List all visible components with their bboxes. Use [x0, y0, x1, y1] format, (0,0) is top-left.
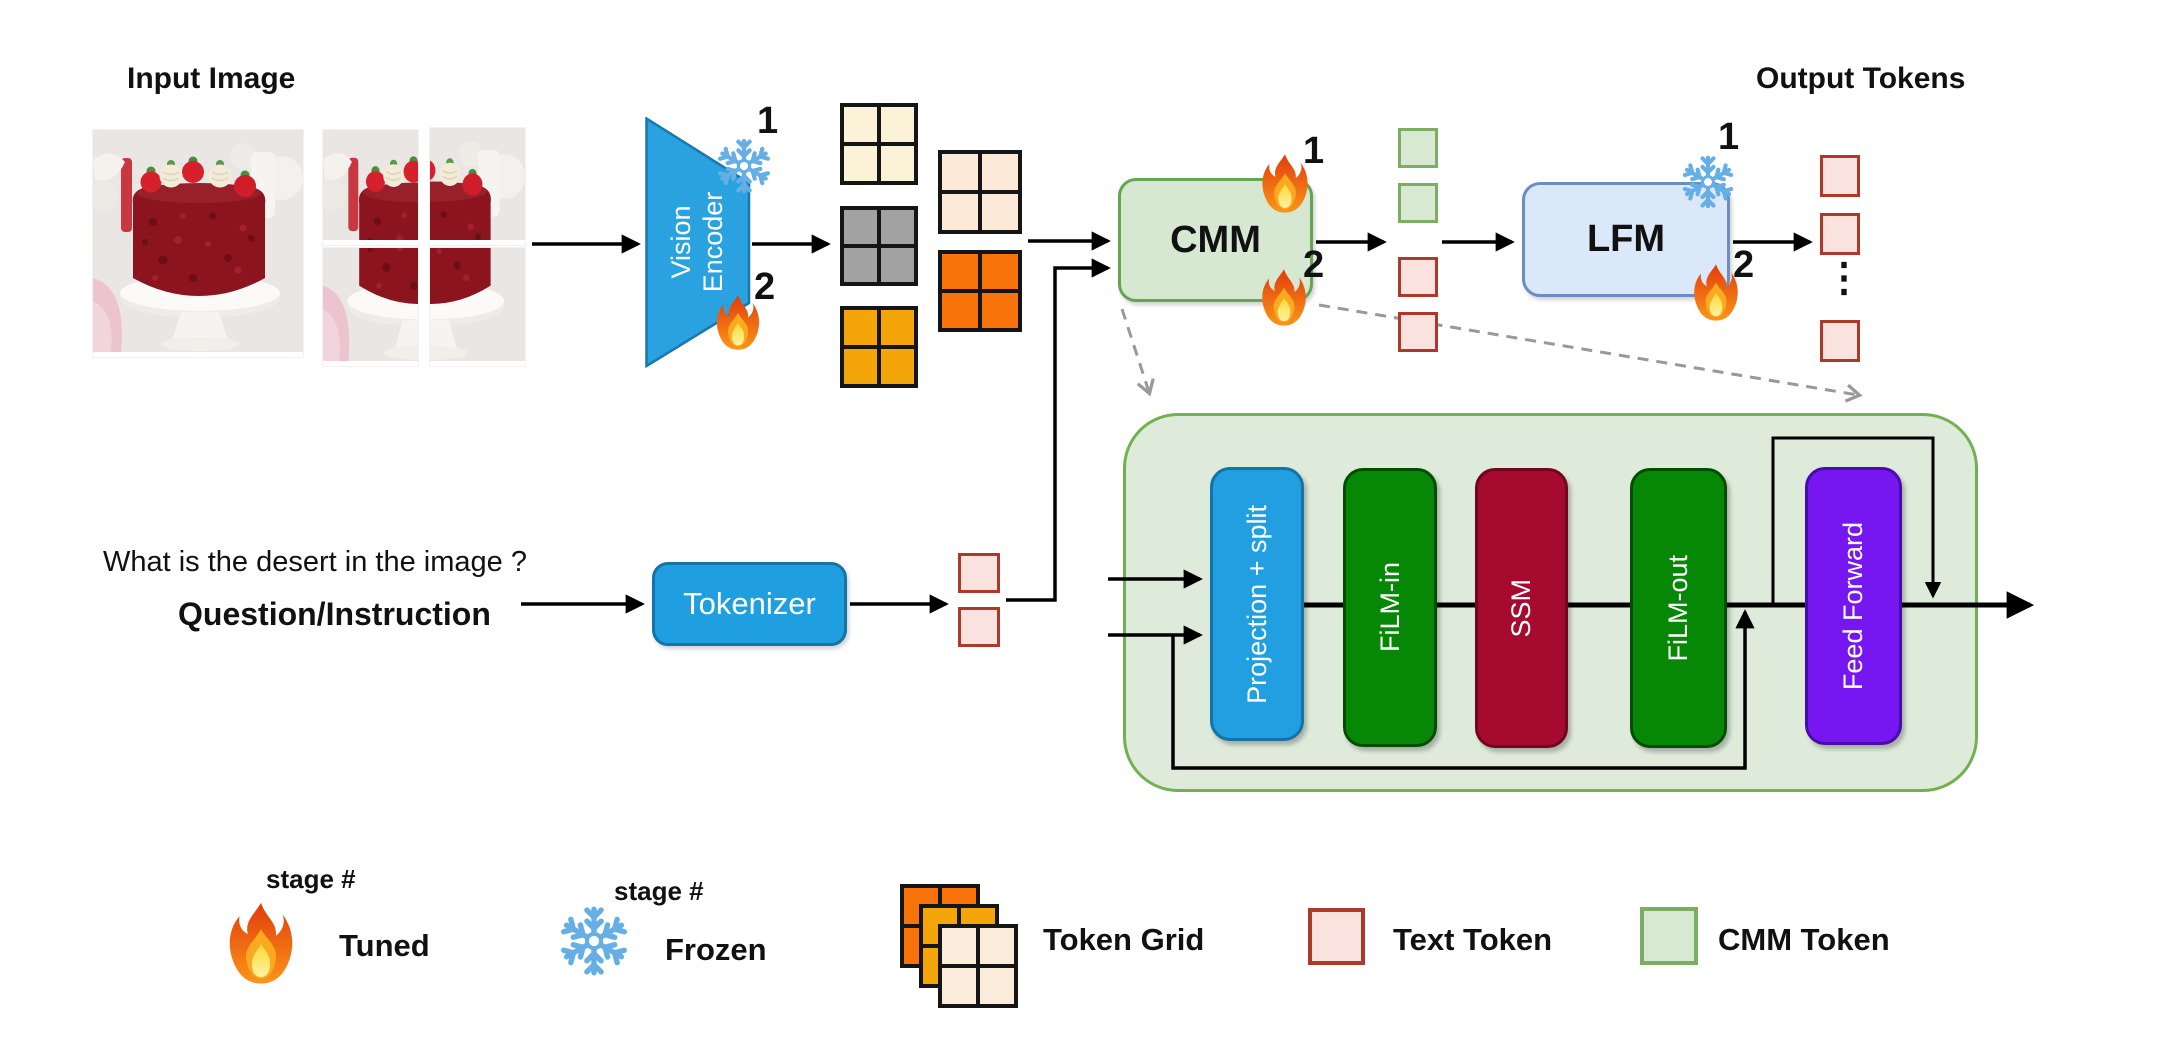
projection-split-label: Projection + split — [1241, 504, 1272, 704]
projection-split-box: Projection + split — [1210, 467, 1304, 741]
cmm-token — [1398, 128, 1438, 168]
question-label: Question/Instruction — [178, 596, 491, 632]
input-image-crop-top-right — [329, 127, 526, 353]
legend-text-token-label: Text Token — [1393, 922, 1553, 957]
text-token — [1398, 312, 1438, 352]
fire-icon — [1262, 154, 1308, 213]
legend-frozen-label: Frozen — [665, 932, 767, 967]
question-text: What is the desert in the image ? — [103, 546, 527, 578]
fire-icon — [229, 902, 293, 984]
vision-encoder-label: Vision Encoder — [665, 191, 728, 293]
lfm-stage1: 1 — [1718, 116, 1740, 158]
text-token — [958, 607, 1000, 647]
cmm-stage1: 1 — [1303, 130, 1325, 172]
lfm-box: LFM — [1522, 182, 1730, 297]
ssm-label: SSM — [1506, 578, 1536, 638]
tokenizer-box: Tokenizer — [652, 562, 847, 646]
tokenizer-label: Tokenizer — [683, 586, 816, 621]
cmm-label: CMM — [1170, 218, 1261, 261]
token-grid-cream — [840, 103, 918, 185]
output-tokens-ellipsis: ⋮ — [1824, 256, 1864, 300]
snowflake-icon — [1679, 153, 1737, 211]
legend-token-grid-label: Token Grid — [1043, 922, 1205, 957]
input-image-title: Input Image — [127, 62, 296, 95]
feed-forward-label: Feed Forward — [1838, 521, 1868, 691]
legend-token-grid-front — [938, 924, 1018, 1008]
input-image-crop-top-left — [317, 129, 514, 351]
film-in-label: FiLM-in — [1374, 562, 1405, 653]
token-grid-gray — [840, 206, 918, 286]
cmm-token — [1398, 183, 1438, 223]
legend-stage-hint-tuned: stage # — [266, 864, 356, 894]
text-token — [958, 553, 1000, 593]
vision-encoder-box — [645, 117, 751, 368]
film-in-box: FiLM-in — [1343, 468, 1437, 747]
legend-cmm-token-label: CMM Token — [1718, 922, 1890, 957]
token-grid-peach — [938, 150, 1022, 234]
token-grid-orange — [938, 250, 1022, 332]
output-token — [1820, 213, 1860, 255]
legend-text-token-swatch — [1308, 908, 1365, 965]
legend-tuned-label: Tuned — [339, 928, 430, 963]
lfm-stage2: 2 — [1733, 244, 1755, 286]
fire-icon — [1262, 269, 1306, 326]
input-image-photo — [87, 129, 304, 357]
lfm-label: LFM — [1586, 218, 1666, 260]
feed-forward-box: Feed Forward — [1805, 467, 1902, 745]
vision-encoder-stage2: 2 — [754, 266, 776, 308]
vision-encoder-stage1: 1 — [757, 100, 779, 142]
ssm-box: SSM — [1475, 468, 1568, 748]
cmm-stage2: 2 — [1303, 244, 1325, 286]
film-out-box: FiLM-out — [1630, 468, 1727, 748]
token-grid-amber — [840, 306, 918, 388]
output-tokens-title: Output Tokens — [1756, 62, 1966, 95]
text-token — [1398, 257, 1438, 297]
legend-cmm-token-swatch — [1640, 907, 1698, 965]
output-token — [1820, 155, 1860, 197]
snowflake-icon — [714, 136, 774, 196]
output-token — [1820, 320, 1860, 362]
film-out-label: FiLM-out — [1663, 554, 1693, 662]
input-image-crop-bottom-left — [317, 134, 514, 366]
input-image-crop-bottom-right — [329, 134, 526, 366]
snowflake-icon — [556, 903, 632, 979]
legend-stage-hint-frozen: stage # — [614, 876, 704, 906]
